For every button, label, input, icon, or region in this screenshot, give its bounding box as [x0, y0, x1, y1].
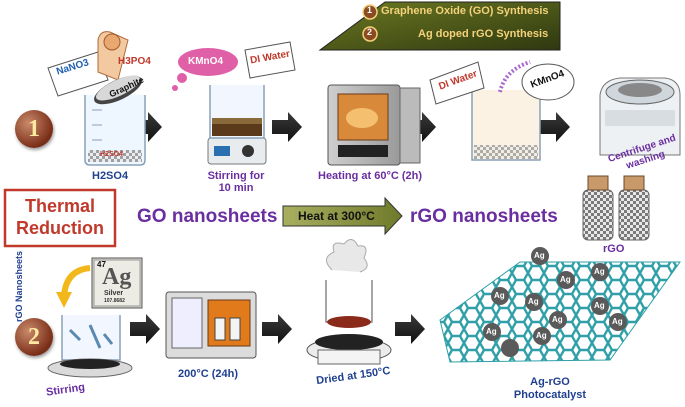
stirring-hotplate — [207, 85, 267, 165]
ag-sphere-label: Ag — [494, 291, 505, 300]
curved-arrow — [56, 265, 91, 308]
h2so4-label: H2SO4 — [92, 170, 129, 182]
ag-sphere-label: Ag — [552, 315, 563, 324]
arrow-1 — [130, 112, 162, 142]
beaker-mixing — [429, 60, 575, 161]
legend-item-1: Graphene Oxide (GO) Synthesis — [381, 5, 549, 17]
ag-number: 47 — [97, 260, 106, 269]
oven-200c-label: 200°C (24h) — [178, 368, 239, 380]
rgo-bottles — [582, 175, 650, 241]
centrifuge — [599, 77, 681, 156]
legend-num-1: 1 — [367, 5, 373, 15]
ag-element-tile — [91, 257, 143, 309]
ag-sphere-label: Ag — [612, 317, 623, 326]
stirring-beaker-ag — [47, 315, 133, 378]
ag-name: Silver — [104, 290, 124, 297]
ag-sphere-label: Ag — [534, 251, 545, 260]
thermal-reduction-label: Thermal Reduction — [16, 196, 104, 238]
ag-rgo-photocatalyst — [439, 247, 681, 363]
di-water-beaker — [244, 41, 296, 79]
arrow-3 — [406, 112, 436, 142]
graphite-dish — [94, 75, 142, 105]
h3po4-tag: H3PO4 — [118, 56, 151, 67]
beaker-h2so4 — [84, 95, 146, 166]
row3-arrows — [130, 314, 425, 344]
hotplate-dried — [306, 239, 392, 365]
go-nanosheets-label: GO nanosheets — [137, 206, 278, 227]
arrow-4 — [540, 112, 570, 142]
nano3-paper — [47, 51, 109, 97]
ag-sphere-label: Ag — [560, 275, 571, 284]
row1-arrows — [130, 112, 570, 142]
h3po4-bottle — [97, 31, 129, 81]
legend-item-2: Ag doped rGO Synthesis — [418, 28, 549, 40]
arrow-7 — [395, 314, 425, 344]
drying-oven — [327, 84, 421, 166]
rgo-bottle-label: rGO — [603, 243, 625, 255]
kmno4-tag: KMnO4 — [188, 56, 223, 67]
ag-mass: 107.8682 — [104, 298, 125, 304]
rgo-nanosheets-vertical: rGO Nanosheets — [14, 250, 24, 322]
step-1-circle: 1 — [15, 110, 53, 148]
heat-arrow-label: Heat at 300°C — [298, 209, 375, 223]
oven-200c — [165, 291, 257, 359]
ag-sphere-label: Ag — [536, 331, 547, 340]
ag-sphere-label: Ag — [486, 327, 497, 336]
heat-arrow — [282, 196, 403, 236]
legend-num-2: 2 — [367, 27, 373, 37]
arrow-6 — [262, 314, 292, 344]
step-2-circle: 2 — [15, 318, 53, 356]
heating-label: Heating at 60°C (2h) — [318, 170, 423, 182]
thermal-reduction-box — [3, 188, 117, 248]
ag-sphere-label: Ag — [594, 267, 605, 276]
arrow-2 — [272, 112, 302, 142]
ag-sphere-label: Ag — [528, 297, 539, 306]
stirring-label: Stirring for 10 min — [207, 170, 265, 194]
arrow-5 — [130, 314, 160, 344]
ag-symbol: Ag — [102, 264, 132, 290]
ag-sphere-label: Ag — [594, 301, 605, 310]
rgo-nanosheets-label: rGO nanosheets — [410, 206, 558, 227]
photocatalyst-label: Ag-rGO Photocatalyst — [513, 376, 587, 401]
legend-box — [318, 1, 561, 51]
kmno4-cloud — [172, 48, 238, 91]
beaker-inner-label: H2SO4 — [100, 151, 123, 158]
